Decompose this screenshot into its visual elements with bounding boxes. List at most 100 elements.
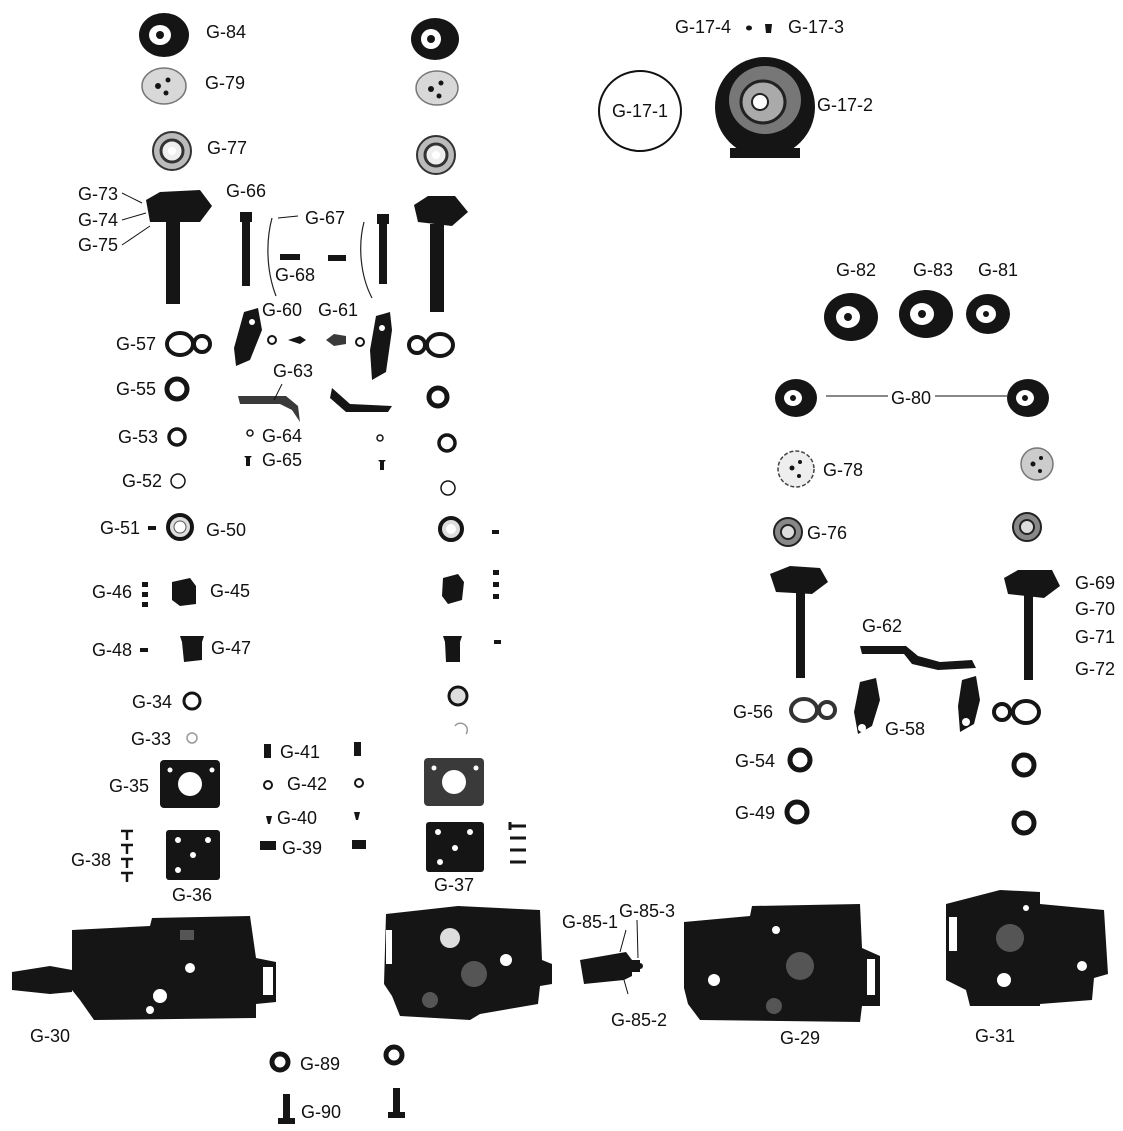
part-g85-assembly bbox=[580, 952, 643, 984]
label-g71: G-71 bbox=[1075, 627, 1115, 647]
label-g50: G-50 bbox=[206, 520, 246, 540]
label-g85-1: G-85-1 bbox=[562, 912, 618, 932]
part-g80-right bbox=[1007, 379, 1049, 417]
label-g29: G-29 bbox=[780, 1028, 820, 1048]
part-g61-pin bbox=[326, 334, 346, 346]
label-g78: G-78 bbox=[823, 460, 863, 480]
part-g33-right bbox=[454, 722, 469, 735]
part-g67-rod-left bbox=[267, 217, 277, 297]
label-g76: G-76 bbox=[807, 523, 847, 543]
part-g76-left bbox=[773, 517, 803, 547]
part-g35-left bbox=[160, 760, 220, 808]
part-g84-left bbox=[139, 13, 189, 57]
part-g58-left bbox=[854, 678, 880, 734]
part-g53-left bbox=[167, 427, 187, 447]
label-g64: G-64 bbox=[262, 426, 302, 446]
part-g49-left bbox=[784, 799, 810, 825]
part-g51-right bbox=[492, 530, 499, 534]
label-g65: G-65 bbox=[262, 450, 302, 470]
part-g73-shaft-left bbox=[146, 190, 212, 304]
leader-lines bbox=[121, 192, 299, 401]
part-g55-right bbox=[426, 385, 450, 409]
part-g68-left bbox=[280, 254, 300, 260]
part-g89-right bbox=[383, 1044, 405, 1066]
part-g65-left bbox=[244, 456, 252, 466]
part-g46-right bbox=[493, 570, 499, 575]
label-g70: G-70 bbox=[1075, 599, 1115, 619]
label-g37: G-37 bbox=[434, 875, 474, 895]
part-shaft-right bbox=[414, 196, 468, 312]
part-g36-block bbox=[166, 830, 220, 880]
label-g66: G-66 bbox=[226, 181, 266, 201]
label-g17-1: G-17-1 bbox=[612, 101, 668, 121]
part-g62-hook bbox=[860, 646, 976, 670]
part-g41-left bbox=[264, 744, 271, 758]
part-g79-left bbox=[141, 67, 187, 105]
label-g74: G-74 bbox=[78, 210, 118, 230]
label-g57: G-57 bbox=[116, 334, 156, 354]
part-g48-left bbox=[140, 648, 148, 652]
label-g89: G-89 bbox=[300, 1054, 340, 1074]
label-g83: G-83 bbox=[913, 260, 953, 280]
part-lever-left bbox=[234, 308, 262, 366]
label-g30: G-30 bbox=[30, 1026, 70, 1046]
part-g17-3 bbox=[765, 24, 772, 33]
part-shaft-g69-right bbox=[1004, 570, 1060, 680]
part-g17-1-oring bbox=[598, 70, 682, 152]
part-g40-right bbox=[354, 812, 360, 820]
label-g90: G-90 bbox=[301, 1102, 341, 1122]
label-g17-3: G-17-3 bbox=[788, 17, 844, 37]
part-g52-right bbox=[440, 480, 456, 496]
part-g39-left bbox=[260, 841, 276, 850]
label-g36: G-36 bbox=[172, 885, 212, 905]
label-g69: G-69 bbox=[1075, 573, 1115, 593]
label-g85-2: G-85-2 bbox=[611, 1010, 667, 1030]
part-g77-left bbox=[152, 131, 192, 171]
part-g58-right bbox=[958, 676, 980, 732]
part-g38-screws bbox=[121, 829, 133, 882]
part-g81 bbox=[966, 294, 1010, 334]
part-g63-left bbox=[238, 396, 300, 422]
part-g66-pin-left bbox=[240, 212, 252, 286]
part-g42-left bbox=[263, 780, 273, 790]
label-g38: G-38 bbox=[71, 850, 111, 870]
part-g82 bbox=[824, 293, 878, 341]
part-g46-left bbox=[142, 582, 148, 587]
part-g39-right bbox=[352, 840, 366, 849]
label-g34: G-34 bbox=[132, 692, 172, 712]
part-g80-left bbox=[775, 379, 817, 417]
label-g52: G-52 bbox=[122, 471, 162, 491]
label-g85-3: G-85-3 bbox=[619, 901, 675, 921]
label-g58: G-58 bbox=[885, 719, 925, 739]
leader-g85-1 bbox=[619, 929, 627, 953]
part-g37-screws bbox=[508, 822, 526, 864]
part-g64-left bbox=[246, 429, 254, 437]
part-lever-right bbox=[370, 312, 392, 380]
label-g55: G-55 bbox=[116, 379, 156, 399]
label-g17-4: G-17-4 bbox=[675, 17, 731, 37]
part-g45-left bbox=[172, 578, 196, 606]
part-housing-middle bbox=[384, 906, 552, 1020]
part-g89-left bbox=[269, 1051, 291, 1073]
label-g17-2: G-17-2 bbox=[817, 95, 873, 115]
part-g68-right bbox=[328, 255, 346, 261]
leader-g85-3 bbox=[636, 919, 639, 959]
part-g60-left bbox=[267, 335, 277, 345]
label-g68: G-68 bbox=[275, 265, 315, 285]
part-g52-left bbox=[170, 473, 186, 489]
part-g29-housing bbox=[684, 904, 880, 1022]
label-g63: G-63 bbox=[273, 361, 313, 381]
leader-g85-2 bbox=[623, 979, 629, 995]
part-g34-right bbox=[447, 685, 469, 707]
part-g33-left bbox=[186, 732, 198, 744]
part-g79-right bbox=[415, 70, 459, 106]
part-g66-pin-right bbox=[377, 214, 389, 284]
part-g56-left bbox=[789, 697, 837, 723]
label-g47: G-47 bbox=[211, 638, 251, 658]
label-g48: G-48 bbox=[92, 640, 132, 660]
part-g31-housing bbox=[946, 890, 1108, 1006]
label-g82: G-82 bbox=[836, 260, 876, 280]
part-g35-right bbox=[424, 758, 484, 806]
part-g65-right bbox=[378, 460, 386, 470]
label-g54: G-54 bbox=[735, 751, 775, 771]
